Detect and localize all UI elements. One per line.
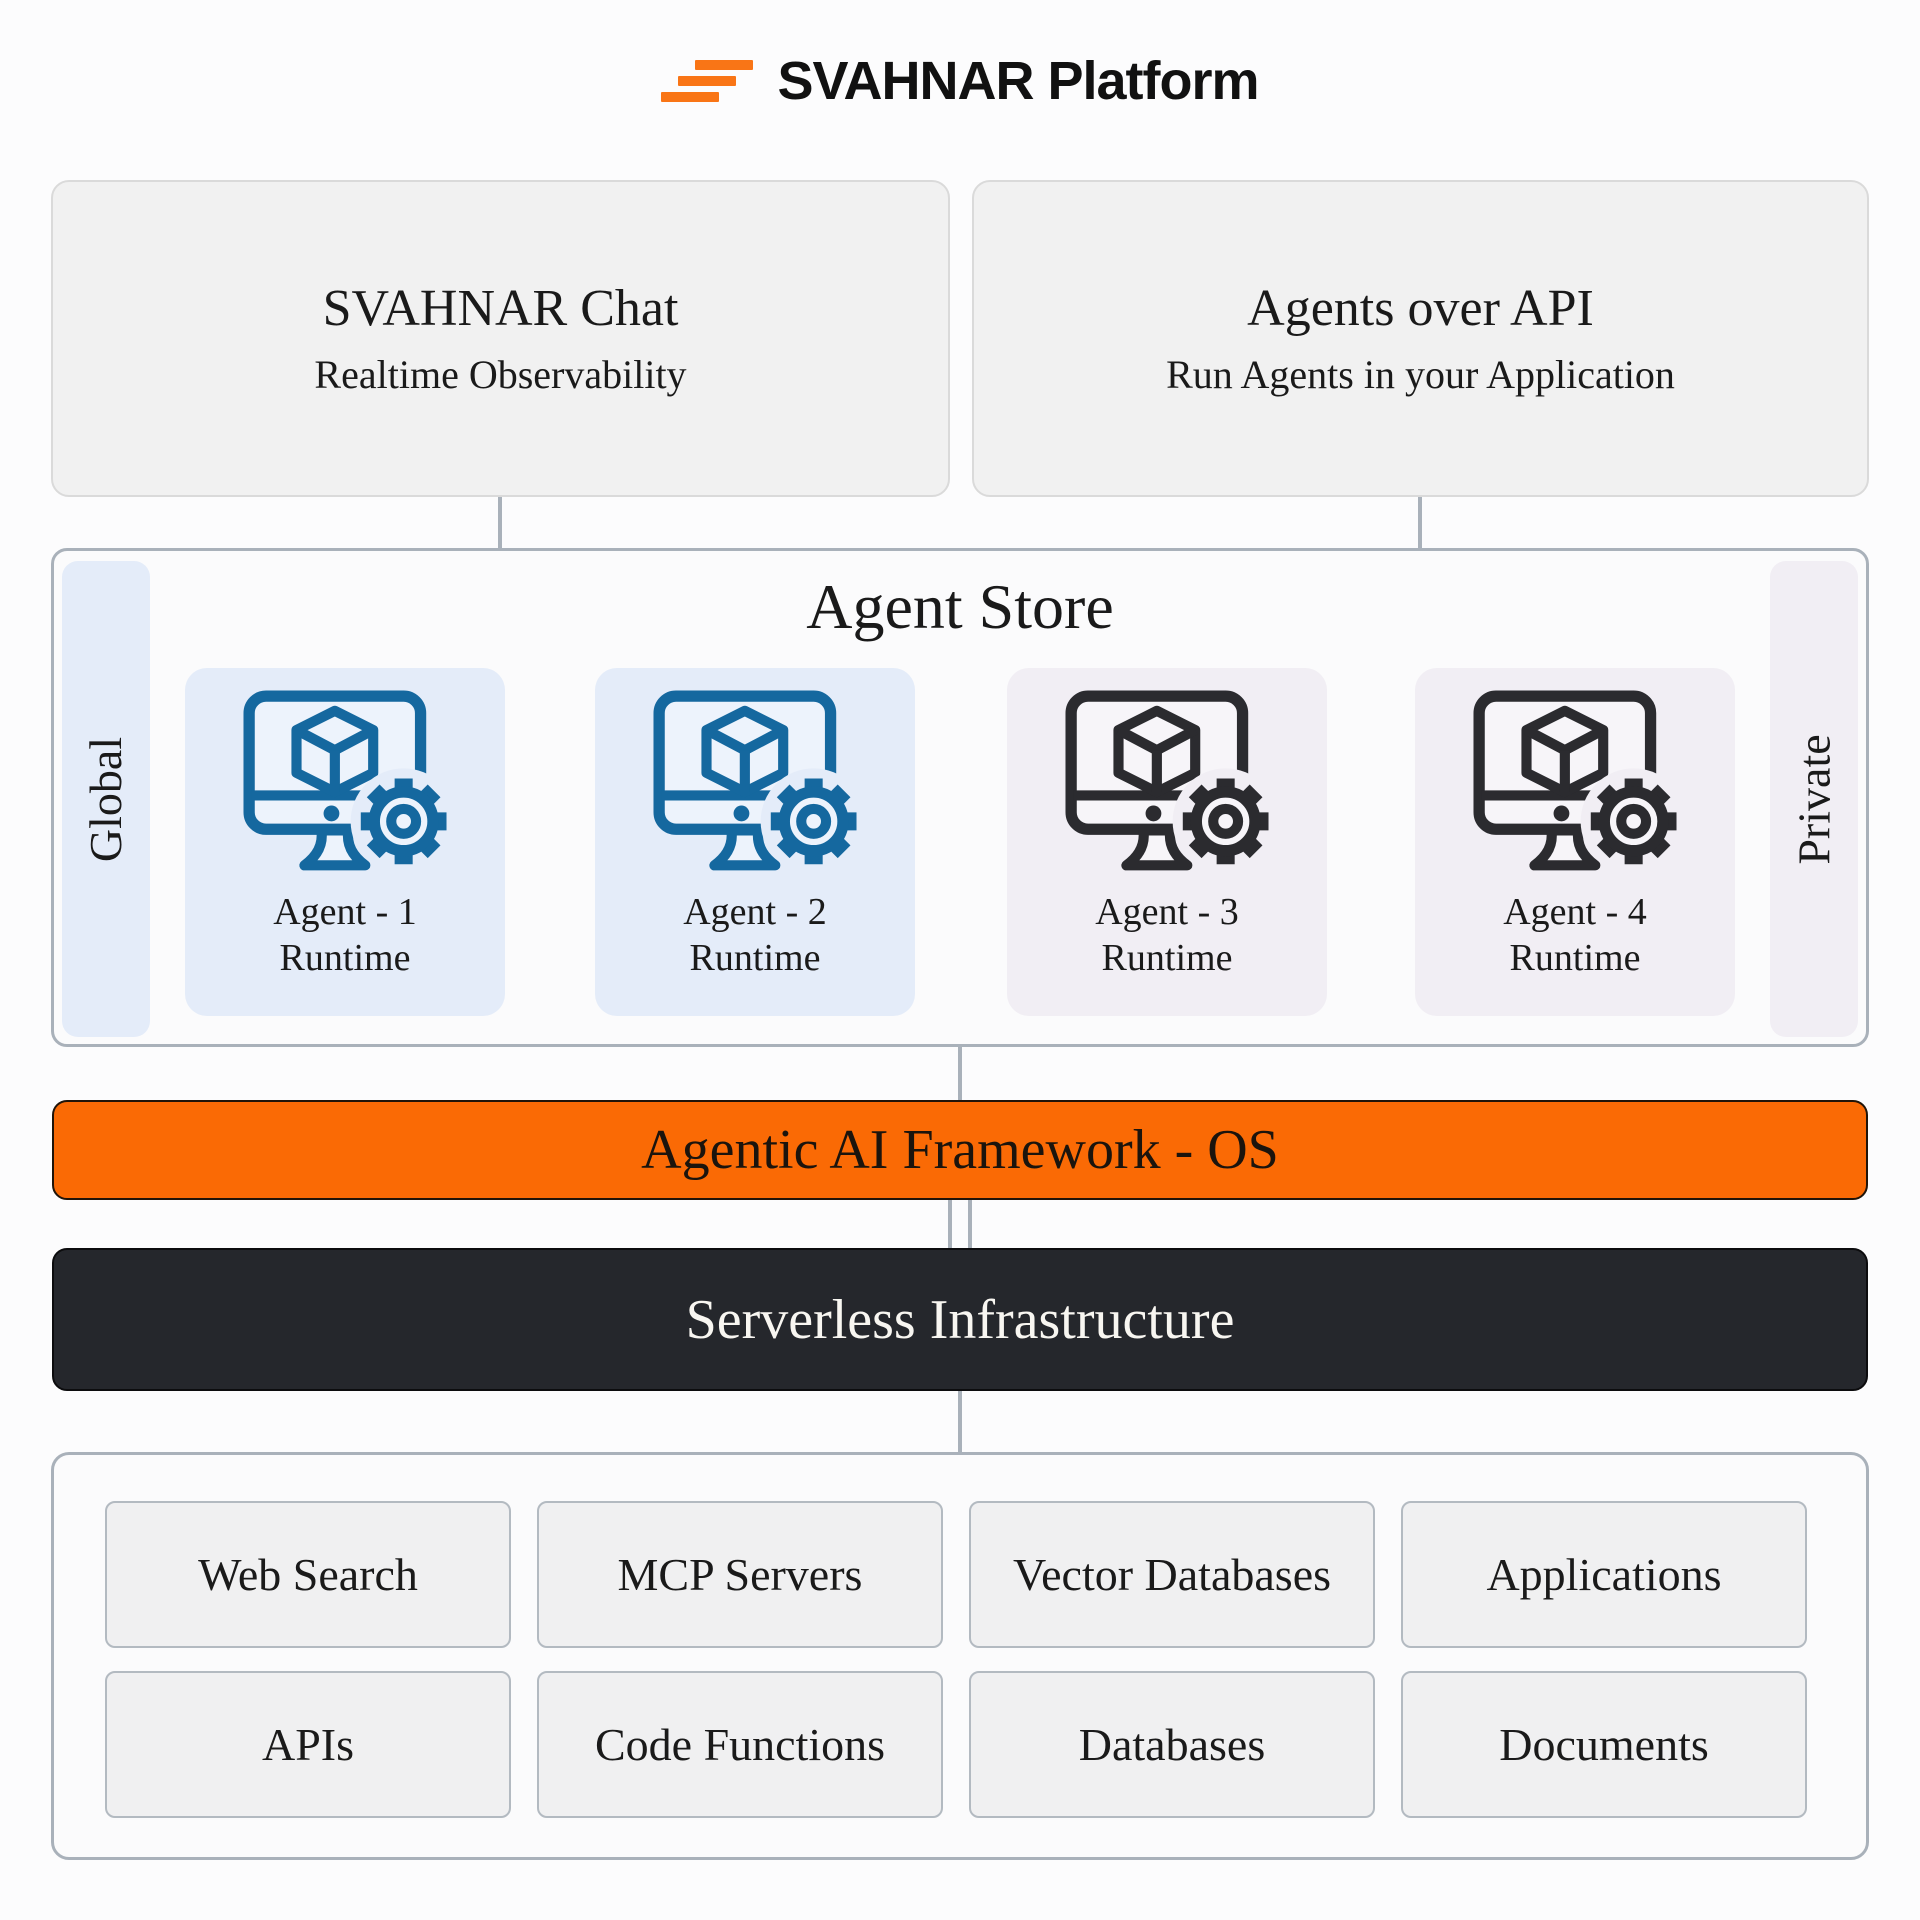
private-strip: Private: [1770, 561, 1858, 1037]
page-title: SVAHNAR Platform: [777, 51, 1259, 111]
resource-documents: Documents: [1401, 1671, 1807, 1818]
connector-infra-to-resources: [958, 1391, 962, 1454]
box-agents-over-api: Agents over API Run Agents in your Appli…: [972, 180, 1869, 497]
agent-card-1: Agent - 1 Runtime: [185, 668, 505, 1016]
agent-runtime-label: Runtime: [1101, 936, 1233, 979]
box-subtitle: Run Agents in your Application: [1166, 351, 1675, 397]
agent-runtime-label: Runtime: [689, 936, 821, 979]
resource-applications: Applications: [1401, 1501, 1807, 1648]
header: SVAHNAR Platform: [0, 50, 1920, 112]
box-title: Agents over API: [1247, 279, 1594, 337]
infra-bar-label: Serverless Infrastructure: [685, 1288, 1235, 1351]
agent-card-2: Agent - 2 Runtime: [595, 668, 915, 1016]
global-strip: Global: [62, 561, 150, 1037]
agent-runtime-label: Runtime: [1509, 936, 1641, 979]
resource-code-functions: Code Functions: [537, 1671, 943, 1818]
connector-framework-to-infra-left: [948, 1200, 952, 1250]
resource-apis: APIs: [105, 1671, 511, 1818]
agent-name: Agent - 1: [273, 891, 417, 933]
serverless-infrastructure-bar: Serverless Infrastructure: [52, 1248, 1868, 1391]
box-subtitle: Realtime Observability: [314, 351, 687, 397]
connector-framework-to-infra-right: [968, 1200, 972, 1250]
resource-web-search: Web Search: [105, 1501, 511, 1648]
box-title: SVAHNAR Chat: [322, 279, 679, 337]
connector-store-to-framework: [958, 1047, 962, 1102]
agent-card-4: Agent - 4 Runtime: [1415, 668, 1735, 1016]
logo-bar-top: [695, 60, 754, 70]
agent-runtime-label: Runtime: [279, 936, 411, 979]
private-label: Private: [1788, 733, 1840, 865]
monitor-cube-gear-icon: [1054, 686, 1280, 880]
connector-api-to-store: [1418, 497, 1422, 550]
monitor-cube-gear-icon: [232, 686, 458, 880]
agent-name: Agent - 3: [1095, 891, 1239, 933]
connector-chat-to-store: [498, 497, 502, 550]
resources-panel: Web Search MCP Servers Vector Databases …: [51, 1452, 1869, 1860]
agent-store-title: Agent Store: [806, 571, 1114, 642]
agent-name: Agent - 4: [1503, 891, 1647, 933]
global-label: Global: [80, 736, 132, 862]
monitor-cube-gear-icon: [1462, 686, 1688, 880]
monitor-cube-gear-icon: [642, 686, 868, 880]
agentic-ai-framework-bar: Agentic AI Framework - OS: [52, 1100, 1868, 1200]
logo-bar-bottom: [661, 92, 720, 102]
resource-mcp-servers: MCP Servers: [537, 1501, 943, 1648]
resource-vector-databases: Vector Databases: [969, 1501, 1375, 1648]
framework-bar-label: Agentic AI Framework - OS: [641, 1119, 1279, 1181]
box-svahnar-chat: SVAHNAR Chat Realtime Observability: [51, 180, 950, 497]
agent-name: Agent - 2: [683, 891, 827, 933]
resource-databases: Databases: [969, 1671, 1375, 1818]
svahnar-logo-icon: [661, 58, 754, 104]
logo-bar-middle: [678, 76, 737, 86]
agent-card-3: Agent - 3 Runtime: [1007, 668, 1327, 1016]
agent-store-panel: Agent Store Global Private Agent - 1 Run…: [51, 548, 1869, 1047]
